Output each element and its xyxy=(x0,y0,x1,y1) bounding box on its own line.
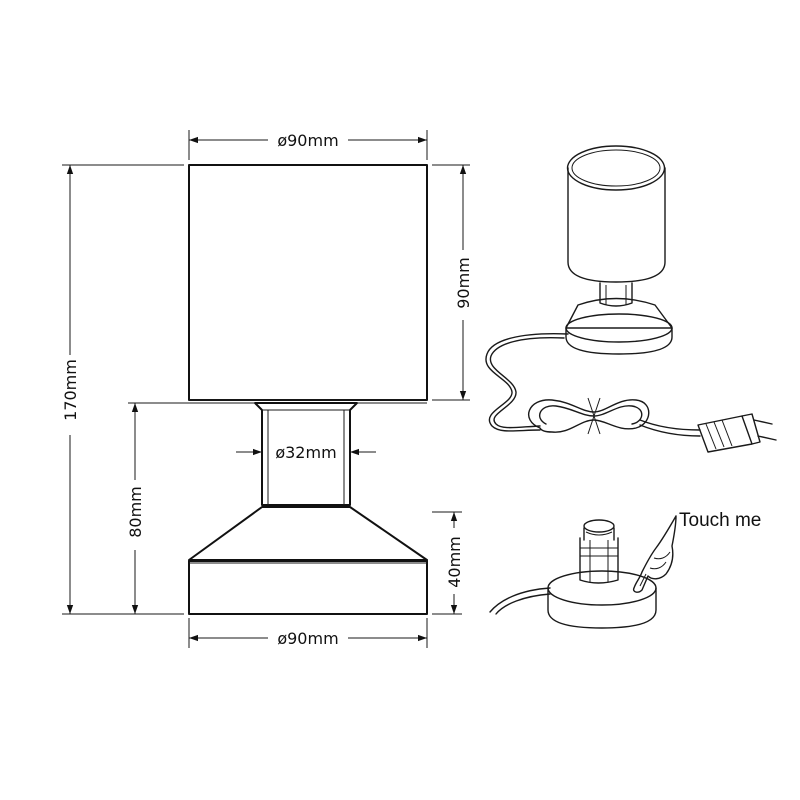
hand-pointing-icon xyxy=(632,515,677,593)
lamp-perspective-view xyxy=(485,145,777,453)
lamp-front-elevation xyxy=(188,164,428,615)
lamp-shade xyxy=(188,164,428,401)
dim-foot-height: 40mm xyxy=(445,536,464,588)
dim-total-height: 170mm xyxy=(61,359,80,421)
dim-foot-diameter: ø90mm xyxy=(277,629,338,648)
touch-base-view: Touch me xyxy=(489,510,761,629)
dim-base-height: 80mm xyxy=(126,486,145,538)
dim-shade-height: 90mm xyxy=(454,257,473,309)
touch-callout-label: Touch me xyxy=(679,510,761,531)
lamp-base-cone xyxy=(188,506,428,561)
plug-icon xyxy=(697,413,777,453)
dim-neck-diameter: ø32mm xyxy=(275,443,336,462)
dim-shade-diameter: ø90mm xyxy=(277,131,338,150)
lamp-foot xyxy=(188,560,428,615)
